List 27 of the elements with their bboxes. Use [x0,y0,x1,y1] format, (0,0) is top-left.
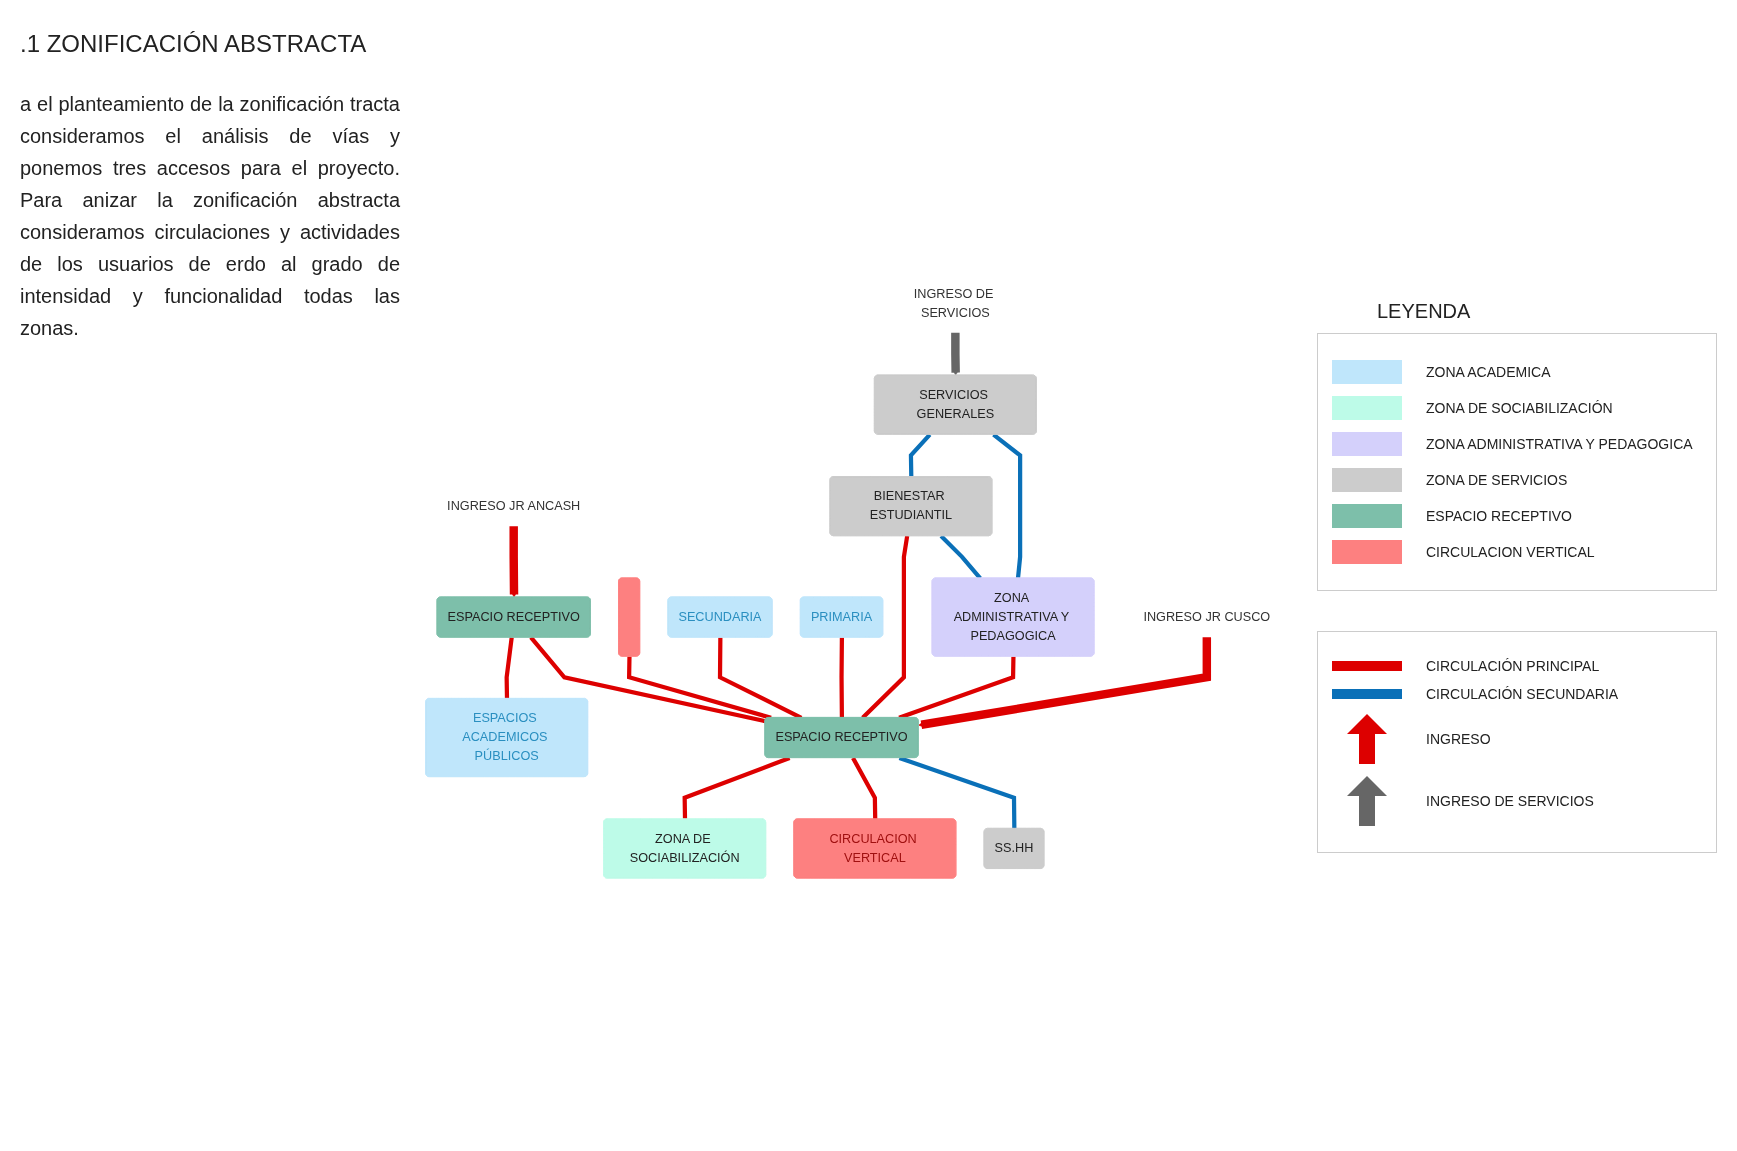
connector [839,637,844,718]
arrow [918,636,1212,729]
legend-text: INGRESO [1426,731,1491,747]
connector [908,432,932,477]
connector [992,432,1023,579]
legend-text: ZONA ADMINISTRATIVA Y PEDAGOGICA [1426,436,1693,452]
heading: .1 ZONIFICACIÓN ABSTRACTA [20,30,368,58]
arrow [951,332,960,376]
connector [861,535,910,719]
connector [529,635,766,723]
connector [851,756,878,819]
legend-text: ZONA DE SOCIABILIZACIÓN [1426,400,1613,416]
legend-title: LEYENDA [1377,300,1471,323]
legend-text: INGRESO DE SERVICIOS [1426,793,1594,809]
connector [626,656,772,720]
legend-text: ZONA DE SERVICIOS [1426,472,1568,488]
node-text: INGRESO JR CUSCO [1143,609,1271,624]
arrow [509,525,519,598]
paragraph: a el planteamiento de la zonificación tracta consideramos el análisis de vías y ponemos tres accesos para el proyecto. Para anizar la zonificación abstracta consideramos circulaciones y actividades de los usuarios de erdo al grado de intensidad y funcionalidad todas las zonas. [20,92,400,341]
connector [504,636,514,699]
legend-text: CIRCULACIÓN SECUNDARIA [1426,686,1619,702]
legend-text: CIRCULACIÓN PRINCIPAL [1426,658,1600,674]
legend-text: CIRCULACION VERTICAL [1426,544,1595,560]
legend-text: ZONA ACADEMICA [1426,364,1551,380]
node-text: INGRESO DE SERVICIOS [913,285,994,320]
node-text: INGRESO JR ANCASH [447,498,581,513]
legend-text: ESPACIO RECEPTIVO [1426,508,1572,524]
